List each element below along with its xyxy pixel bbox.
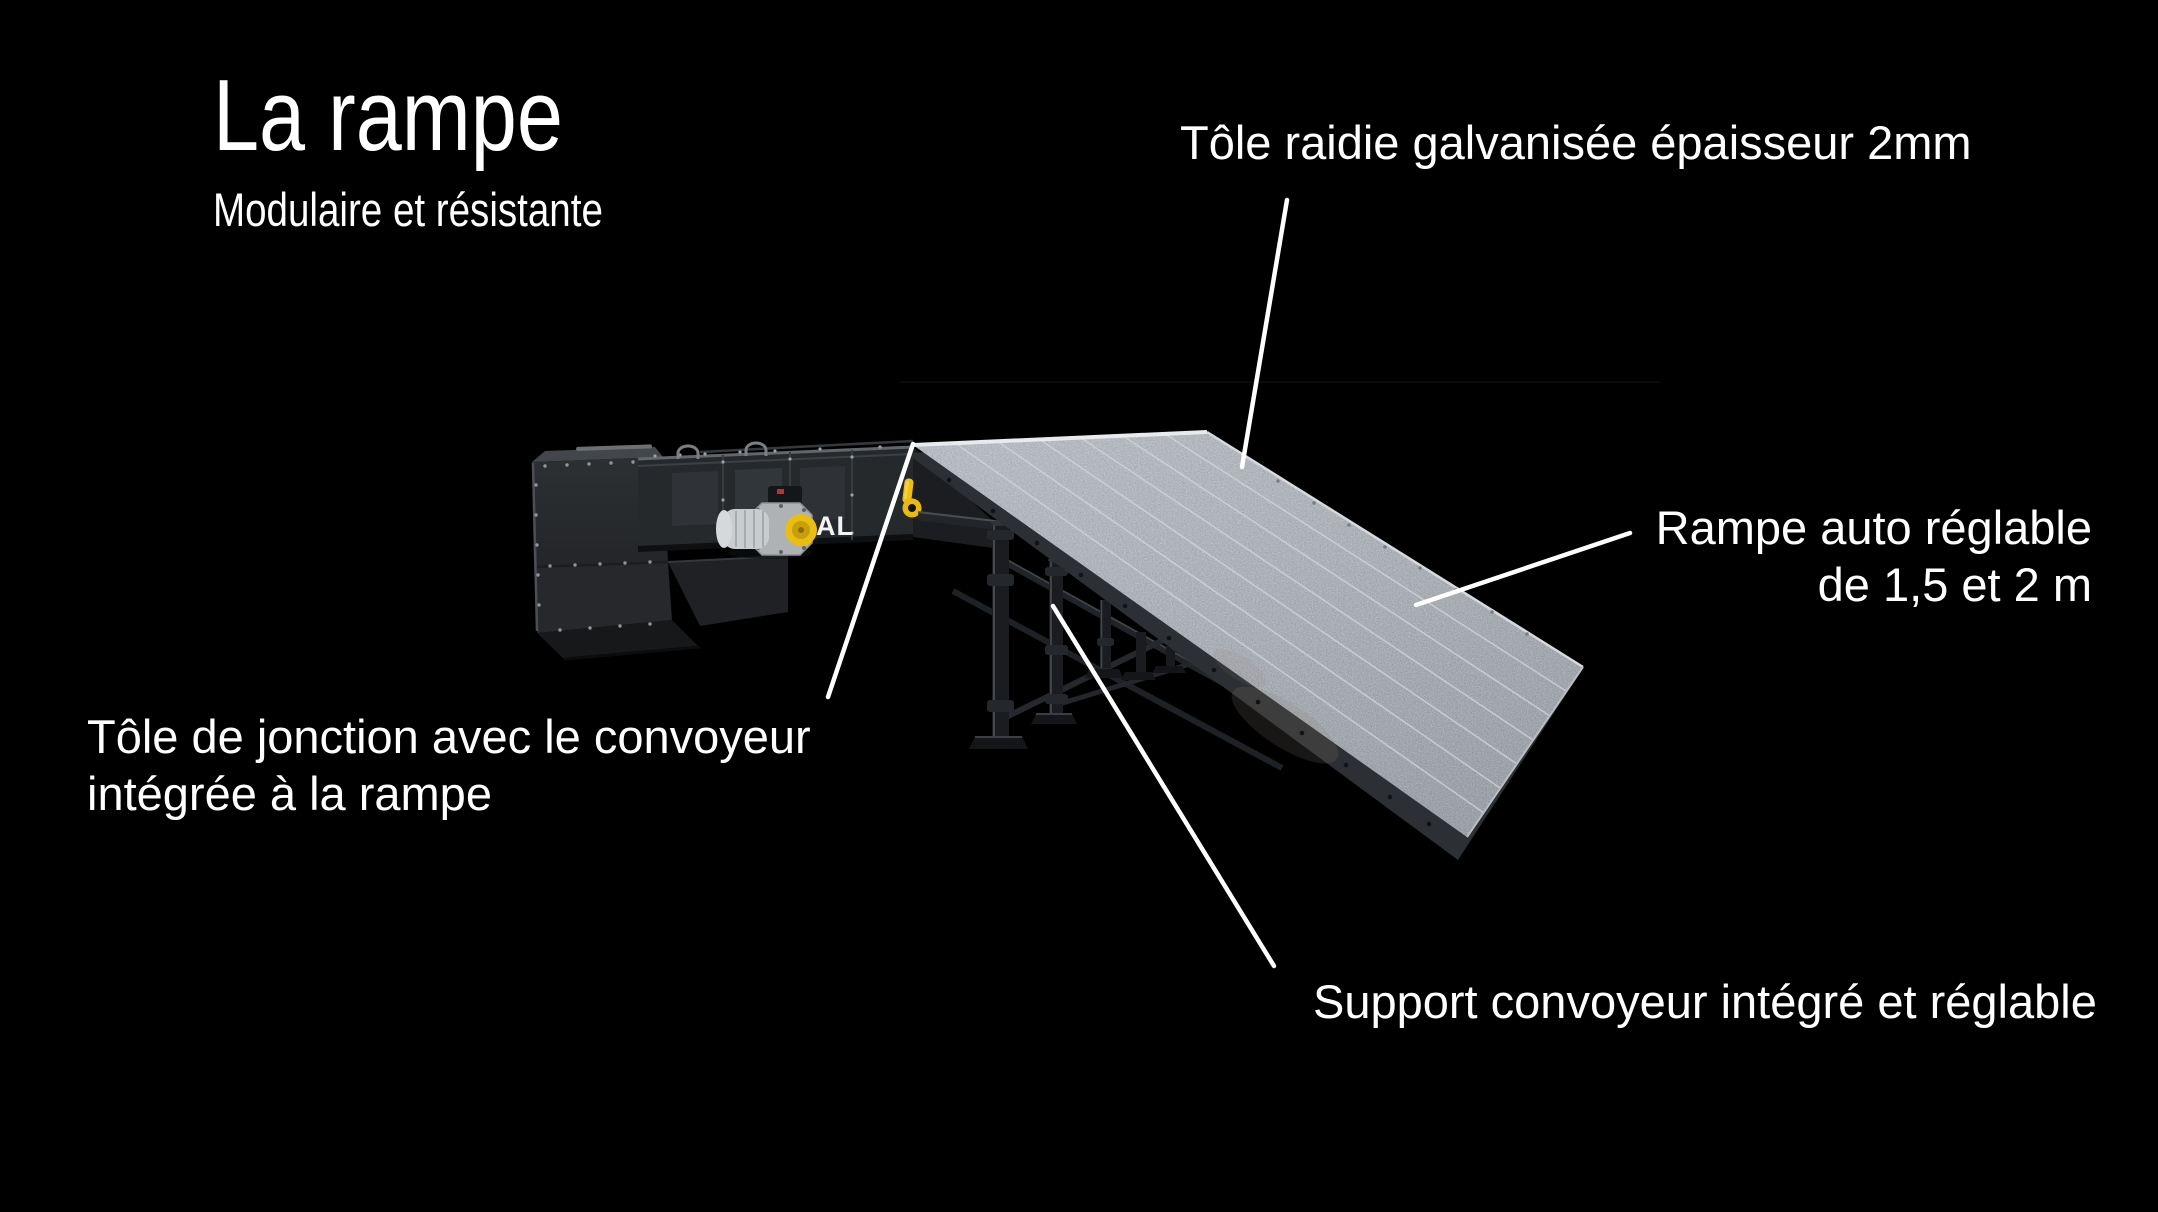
brand-logo: AL xyxy=(816,511,854,541)
hopper xyxy=(531,444,789,661)
leader-line-sheet xyxy=(1239,197,1290,470)
conveyor-window-3 xyxy=(800,466,845,521)
conveyor-handle-2 xyxy=(744,441,768,456)
annotation-conveyor-support: Support convoyeur intégré et réglable xyxy=(1313,973,2097,1030)
annotation-adjustable-ramp-line1: Rampe auto réglable xyxy=(1655,501,2092,554)
lifting-shackle xyxy=(902,478,922,518)
leader-line-support xyxy=(1050,603,1277,969)
ramp-stain-1 xyxy=(1231,686,1339,764)
support-top-link-highlight xyxy=(917,511,1005,523)
leader-line-junction xyxy=(825,441,916,700)
ramp-top-edge xyxy=(912,430,1208,447)
motor-top-bracket xyxy=(768,486,802,506)
conveyor-far-rail xyxy=(699,439,914,454)
leader-line-ramp xyxy=(1413,530,1633,608)
ramp xyxy=(906,430,1584,860)
annotation-junction-plate-line1: Tôle de jonction avec le convoyeur xyxy=(87,710,811,763)
hopper-left-edge-highlight xyxy=(531,462,539,632)
annotation-conveyor-support-text: Support convoyeur intégré et réglable xyxy=(1313,975,2097,1028)
support-post-4 xyxy=(1121,632,1156,680)
ramp-bottom-edge xyxy=(1466,666,1584,838)
hopper-handle-bar xyxy=(576,444,653,451)
leader-lines xyxy=(825,197,1633,969)
ramp-rim-bolts xyxy=(946,477,1432,827)
annotation-sheet-thickness-text: Tôle raidie galvanisée épaisseur 2mm xyxy=(1180,116,1972,169)
motor-end-cap xyxy=(716,510,732,548)
page-title: La rampe xyxy=(213,60,563,172)
motor-ribs xyxy=(735,510,764,548)
annotation-adjustable-ramp-line2: de 1,5 et 2 m xyxy=(1817,558,2092,611)
conveyor-window-1 xyxy=(672,471,718,526)
support-post-5 xyxy=(1152,646,1186,673)
ramp-far-edge xyxy=(1206,430,1584,669)
annotation-junction-plate-line2: intégrée à la rampe xyxy=(87,767,492,820)
conveyor-top-rail-highlight xyxy=(637,445,914,461)
drive-motor-assembly xyxy=(716,486,817,559)
ramp-speckle-dark xyxy=(913,432,1583,837)
hopper-lower-panel xyxy=(534,562,672,633)
support-post-1 xyxy=(969,520,1028,749)
annotation-junction-plate: Tôle de jonction avec le convoyeur intég… xyxy=(87,708,811,822)
hopper-upper-panel xyxy=(532,457,668,567)
support-post-2 xyxy=(1031,557,1077,724)
title-block: La rampe Modulaire et résistante xyxy=(213,60,603,237)
hopper-flange-lip xyxy=(564,645,701,661)
yellow-drive-cap-center xyxy=(798,527,804,533)
ramp-stain-2 xyxy=(1214,648,1266,688)
motor-indicator xyxy=(777,489,784,494)
annotation-sheet-thickness: Tôle raidie galvanisée épaisseur 2mm xyxy=(1180,114,1972,171)
ramp-far-edge-bolts xyxy=(1241,457,1529,636)
support-top-link xyxy=(917,511,1005,531)
conveyor-rail-shadow xyxy=(637,453,914,467)
hopper-chute xyxy=(668,556,788,626)
conveyor-handle-1 xyxy=(676,444,700,459)
annotation-adjustable-ramp: Rampe auto réglable de 1,5 et 2 m xyxy=(1656,499,2092,613)
page-subtitle: Modulaire et résistante xyxy=(213,183,603,237)
ramp-panel-seams xyxy=(954,433,1567,814)
